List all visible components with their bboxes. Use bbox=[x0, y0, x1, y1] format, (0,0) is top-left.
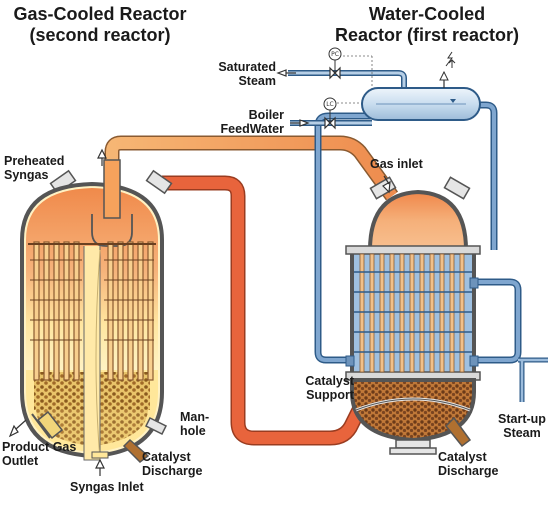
catalyst-discharge-left-line2: Discharge bbox=[142, 464, 203, 478]
gas-inlet-arrow bbox=[382, 180, 391, 194]
syngas-inlet-label: Syngas Inlet bbox=[70, 480, 144, 494]
steam-drum bbox=[361, 87, 481, 121]
gas-inlet-label: Gas inlet bbox=[370, 157, 423, 171]
boiler-feedwater-label: Boiler FeedWater bbox=[196, 108, 284, 136]
syngas-inlet-text: Syngas Inlet bbox=[70, 480, 144, 494]
pressure-controller-instrument: PC bbox=[328, 47, 342, 61]
svg-text:LC: LC bbox=[326, 101, 334, 108]
gas-cooled-title-line1: Gas-Cooled Reactor bbox=[13, 4, 187, 24]
steam-control-valve bbox=[329, 55, 372, 80]
preheated-syngas-line2: Syngas bbox=[4, 168, 49, 182]
gcr-syngas-inlet-pipe bbox=[91, 451, 109, 459]
manhole-line1: Man- bbox=[180, 410, 210, 424]
startup-steam-line1: Start-up bbox=[498, 412, 546, 426]
preheated-syngas-line1: Preheated bbox=[4, 154, 65, 168]
gas-cooled-reactor-title: Gas-Cooled Reactor (second reactor) bbox=[0, 4, 200, 46]
svg-text:PC: PC bbox=[331, 51, 339, 58]
gcr-catalyst-discharge-nozzle bbox=[122, 438, 150, 463]
water-cooled-reactor-title: Water-Cooled Reactor (first reactor) bbox=[302, 4, 552, 46]
riser-right-pipe bbox=[474, 278, 522, 364]
water-cooled-title-line1: Water-Cooled bbox=[368, 4, 486, 24]
catalyst-discharge-right-label: Catalyst Discharge bbox=[438, 450, 498, 478]
gas-cooled-title-line2: (second reactor) bbox=[29, 25, 171, 45]
product-gas-outlet-line1: Product Gas bbox=[2, 440, 77, 454]
catalyst-discharge-right-line2: Discharge bbox=[438, 464, 499, 478]
safety-valve bbox=[439, 51, 456, 88]
boiler-feedwater-line1: Boiler bbox=[248, 108, 284, 122]
saturated-steam-line1: Saturated bbox=[218, 60, 276, 74]
wcr-catalyst-discharge-nozzle bbox=[444, 416, 472, 448]
startup-steam-line2: Steam bbox=[503, 426, 541, 440]
product-gas-outlet-label: Product Gas Outlet bbox=[2, 440, 76, 468]
gas-inlet-text: Gas inlet bbox=[370, 157, 423, 171]
boiler-feedwater-line2: FeedWater bbox=[220, 122, 284, 136]
downcomer-right-pipe bbox=[470, 101, 498, 250]
preheated-syngas-label: Preheated Syngas bbox=[4, 154, 64, 182]
catalyst-support-line1: Catalyst bbox=[305, 374, 354, 388]
startup-steam-label: Start-up Steam bbox=[492, 412, 552, 440]
catalyst-discharge-left-label: Catalyst Discharge bbox=[142, 450, 202, 478]
gcr-product-gas-outlet-nozzle bbox=[31, 410, 64, 440]
catalyst-support-label: Catalyst Support bbox=[284, 374, 354, 402]
manhole-line2: hole bbox=[180, 424, 206, 438]
wcr-tube-bundle bbox=[354, 253, 472, 373]
flow-arrows bbox=[8, 69, 391, 476]
saturated-steam-arrow bbox=[276, 69, 287, 77]
level-controller-instrument: LC bbox=[323, 97, 337, 111]
gcr-central-syngas-tube bbox=[83, 159, 133, 461]
syngas-inlet-arrow bbox=[95, 458, 105, 469]
product-gas-outlet-line2: Outlet bbox=[2, 454, 39, 468]
saturated-steam-line2: Steam bbox=[238, 74, 276, 88]
catalyst-discharge-right-line1: Catalyst bbox=[438, 450, 487, 464]
saturated-steam-label: Saturated Steam bbox=[200, 60, 276, 88]
catalyst-support-line2: Support bbox=[306, 388, 354, 402]
gcr-manhole bbox=[144, 416, 168, 436]
gcr-tube-bundle bbox=[28, 241, 156, 381]
water-cooled-title-line2: Reactor (first reactor) bbox=[334, 25, 520, 45]
catalyst-discharge-left-line1: Catalyst bbox=[142, 450, 191, 464]
manhole-label: Man- hole bbox=[180, 410, 209, 438]
